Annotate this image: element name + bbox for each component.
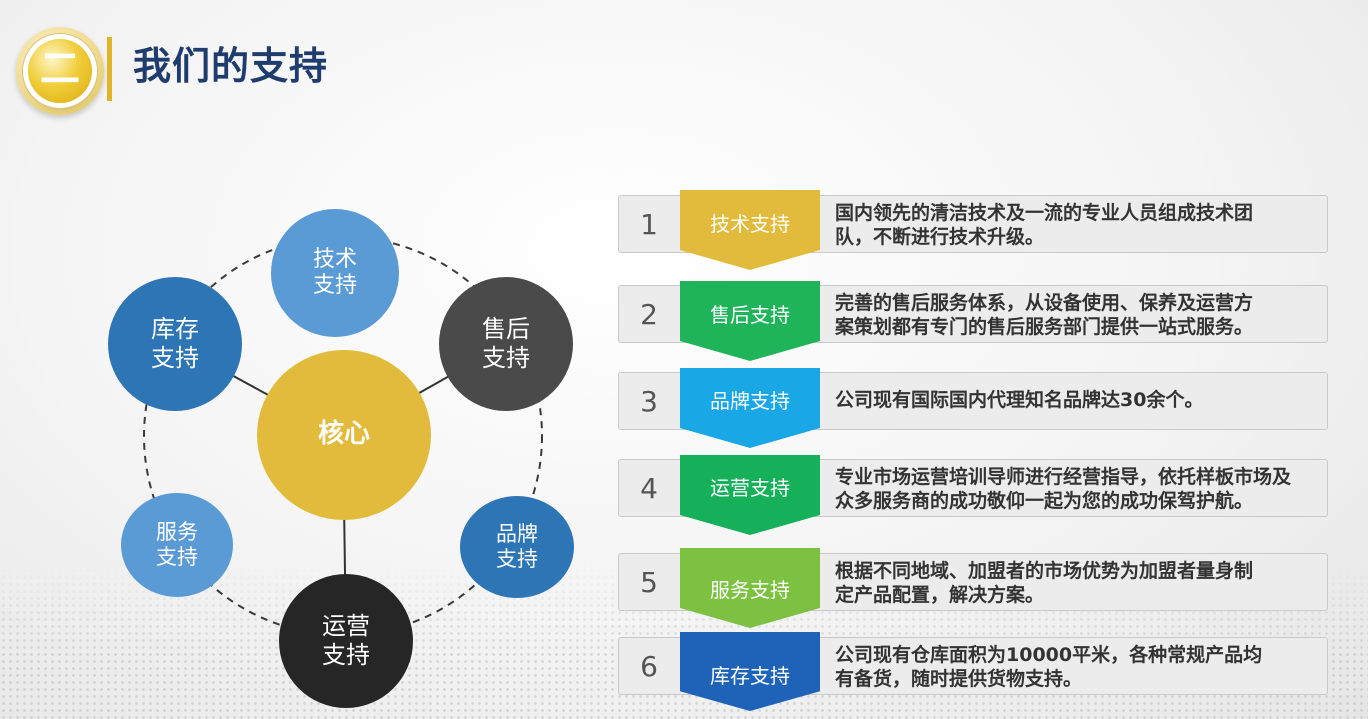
tag-label: 技术支持: [710, 212, 790, 236]
node-label: 技术 支持: [312, 246, 357, 298]
section-number-badge: 二: [16, 27, 104, 115]
row-description: 公司现有仓库面积为10000平米，各种常规产品均 有备货，随时提供货物支持。: [835, 644, 1263, 690]
row-number: 1: [640, 207, 658, 241]
core-label: 核心: [317, 419, 370, 450]
tag-aftersales-support: 售后支持: [680, 281, 820, 361]
row-number: 5: [640, 565, 658, 599]
row-number: 4: [640, 471, 658, 505]
tag-label: 品牌支持: [710, 389, 790, 413]
title-accent-bar: [107, 37, 112, 101]
tag-label: 运营支持: [710, 476, 790, 500]
node-label: 售后 支持: [482, 315, 530, 372]
node-label: 品牌 支持: [496, 521, 538, 571]
tag-tech-support: 技术支持: [680, 190, 820, 270]
tag-label: 售后支持: [710, 303, 790, 327]
tag-label: 服务支持: [710, 578, 790, 602]
row-number: 2: [640, 297, 658, 331]
node-inventory-support: 库存 支持: [108, 277, 242, 411]
node-aftersales-support: 售后 支持: [439, 277, 573, 411]
node-brand-support: 品牌 支持: [460, 496, 574, 598]
node-tech-support: 技术 支持: [271, 209, 399, 337]
tag-inventory-support: 库存支持: [680, 632, 820, 711]
row-description: 根据不同地域、加盟者的市场优势为加盟者量身制 定产品配置，解决方案。: [835, 560, 1254, 606]
tag-brand-support: 品牌支持: [680, 368, 820, 448]
row-description: 专业市场运营培训导师进行经营指导，依托样板市场及 众多服务商的成功敬仰一起为您的…: [835, 466, 1292, 512]
node-label: 库存 支持: [151, 315, 199, 372]
page-title: 我们的支持: [133, 44, 329, 88]
node-label: 服务 支持: [156, 519, 198, 569]
node-operation-support: 运营 支持: [279, 574, 413, 708]
row-description: 国内领先的清洁技术及一流的专业人员组成技术团 队，不断进行技术升级。: [835, 202, 1254, 248]
node-core-center: 核心: [257, 350, 431, 520]
row-description: 完善的售后服务体系，从设备使用、保养及运营方 案策划都有专门的售后服务部门提供一…: [835, 292, 1254, 338]
row-description: 公司现有国际国内代理知名品牌达30余个。: [835, 389, 1204, 411]
node-label: 运营 支持: [322, 612, 370, 669]
tag-operation-support: 运营支持: [680, 455, 820, 535]
row-number: 6: [640, 649, 658, 683]
tag-label: 库存支持: [710, 664, 790, 688]
row-number: 3: [640, 384, 658, 418]
node-service-support: 服务 支持: [121, 493, 233, 597]
badge-inner-circle: 二: [28, 39, 92, 103]
section-number: 二: [40, 46, 80, 92]
